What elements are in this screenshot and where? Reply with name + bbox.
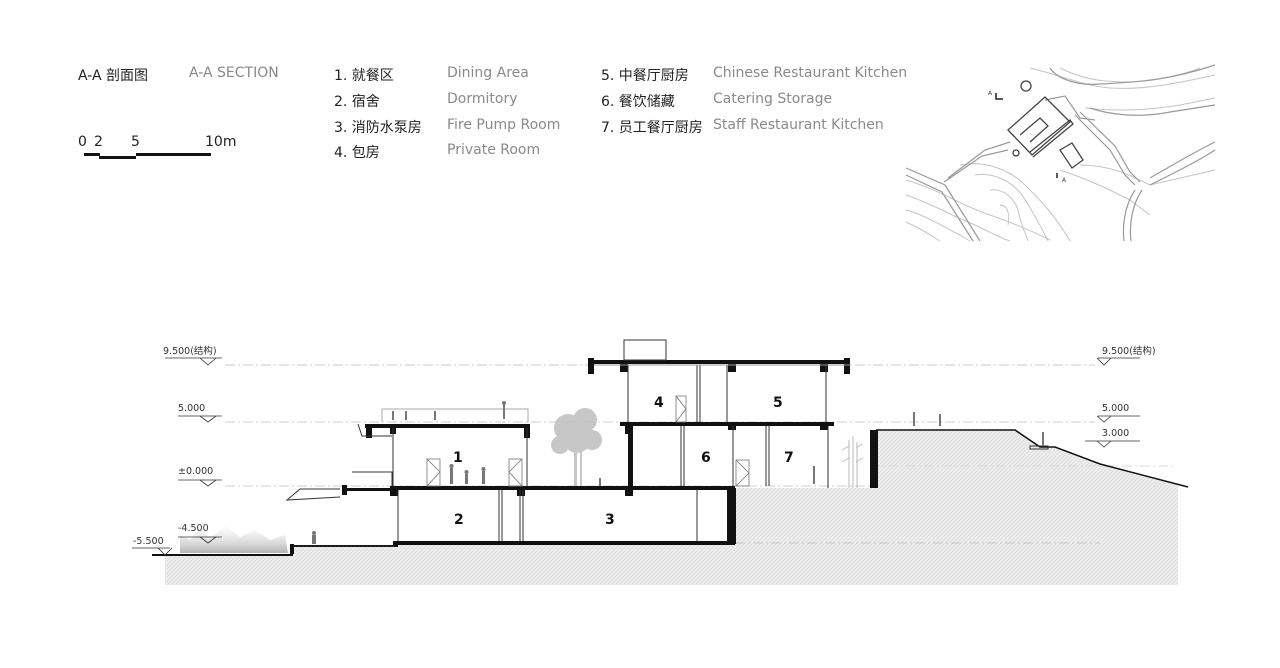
title-english: A-A SECTION: [189, 65, 279, 81]
elevation-left-5000: 5.000: [178, 403, 206, 414]
scale-label-2: 2: [94, 134, 103, 150]
room-label-2: 2: [454, 512, 464, 528]
section-marker-bottom: A: [1062, 177, 1067, 184]
scale-segment-3: [136, 153, 211, 156]
room-label-7: 7: [784, 450, 794, 466]
elevation-left-9500: 9.500(结构): [163, 346, 217, 357]
title-chinese: A-A 剖面图: [78, 68, 149, 84]
scale-segment-1: [84, 153, 100, 156]
room-label-3: 3: [605, 512, 615, 528]
elevation-left-0000: ±0.000: [178, 466, 214, 477]
legend-item-1-en: Dining Area: [447, 65, 529, 81]
legend-item-3-en: Fire Pump Room: [447, 117, 561, 133]
legend-item-4-en: Private Room: [447, 142, 541, 158]
elevation-left-minus4500: -4.500: [178, 523, 209, 534]
elevation-right-9500: 9.500(结构): [1102, 346, 1156, 357]
room-label-5: 5: [773, 395, 783, 411]
section-marker-top: A: [988, 90, 993, 97]
legend-item-5-en: Chinese Restaurant Kitchen: [713, 65, 908, 81]
legend-item-7-cn: 7. 员工餐厅厨房: [601, 120, 703, 136]
legend-item-3-cn: 3. 消防水泵房: [334, 120, 422, 136]
scale-label-10m: 10m: [205, 134, 237, 150]
legend-item-5-cn: 5. 中餐厅厨房: [601, 68, 689, 84]
people-figures: [312, 401, 1044, 544]
legend-item-6-cn: 6. 餐饮储藏: [601, 94, 675, 110]
legend-item-2-en: Dormitory: [447, 91, 518, 107]
bamboo-icon: [841, 436, 864, 488]
elevation-right-5000: 5.000: [1102, 403, 1130, 414]
room-label-6: 6: [701, 450, 711, 466]
elevation-left-minus5500: -5.500: [133, 536, 164, 547]
scale-segment-2: [99, 156, 136, 159]
elevation-right-3000: 3.000: [1102, 428, 1130, 439]
legend-item-4-cn: 4. 包房: [334, 145, 380, 161]
legend-item-2-cn: 2. 宿舍: [334, 94, 380, 110]
room-label-1: 1: [453, 450, 463, 466]
tree-icon: [551, 408, 602, 486]
room-label-4: 4: [654, 395, 664, 411]
legend-item-6-en: Catering Storage: [713, 91, 833, 107]
scale-label-0: 0: [78, 134, 87, 150]
legend-item-1-cn: 1. 就餐区: [334, 68, 394, 84]
scale-label-5: 5: [131, 134, 140, 150]
legend-item-7-en: Staff Restaurant Kitchen: [713, 117, 884, 133]
